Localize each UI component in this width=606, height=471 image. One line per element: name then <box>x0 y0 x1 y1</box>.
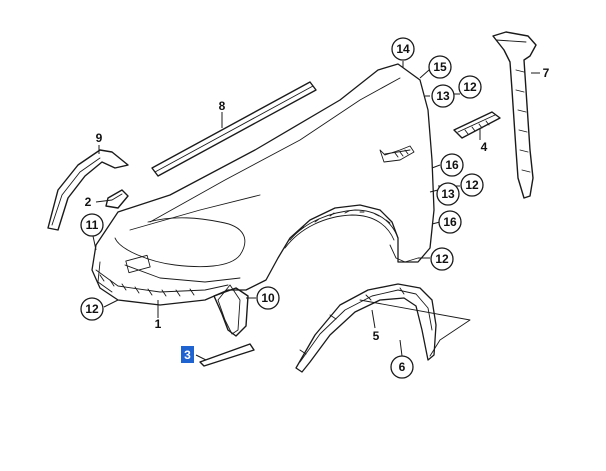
callout-12-mid-label: 12 <box>465 178 479 192</box>
callout-16-top[interactable]: 16 <box>440 153 464 177</box>
callout-16-top-label: 16 <box>445 158 459 172</box>
callout-13-mid-label: 13 <box>441 187 455 201</box>
callout-12-top-label: 12 <box>463 80 477 94</box>
leader-lines <box>92 61 540 361</box>
callout-8[interactable]: 8 <box>219 99 226 113</box>
callout-13-mid[interactable]: 13 <box>436 182 460 206</box>
callout-5[interactable]: 5 <box>373 329 380 343</box>
callout-16-bottom[interactable]: 16 <box>438 210 462 234</box>
callout-16-bottom-label: 16 <box>443 215 457 229</box>
callout-9-label: 9 <box>96 131 103 145</box>
callout-15-label: 15 <box>433 60 447 74</box>
seal-strip-part <box>492 31 537 199</box>
callout-2[interactable]: 2 <box>85 195 92 209</box>
callout-6-label: 6 <box>399 360 406 374</box>
callout-4-label: 4 <box>481 140 488 154</box>
callout-1-label: 1 <box>155 317 162 331</box>
callout-11-label: 11 <box>86 218 99 232</box>
callout-12-top[interactable]: 12 <box>458 75 482 99</box>
callout-3[interactable]: 3 <box>181 346 194 363</box>
callout-12-left[interactable]: 12 <box>80 297 104 321</box>
callout-3-label: 3 <box>184 348 191 362</box>
callout-12-left-label: 12 <box>85 302 99 316</box>
callout-3-highlight <box>181 346 194 363</box>
splash-guard-part <box>213 287 249 337</box>
cover-part <box>105 189 129 209</box>
callout-11[interactable]: 11 <box>80 213 104 237</box>
callout-13-top-label: 13 <box>436 89 450 103</box>
callout-1[interactable]: 1 <box>155 317 162 331</box>
moulding-strip-part <box>151 81 317 177</box>
callout-13-top[interactable]: 13 <box>431 84 455 108</box>
callout-5-label: 5 <box>373 329 380 343</box>
callout-7-label: 7 <box>543 66 550 80</box>
callout-9[interactable]: 9 <box>96 131 103 145</box>
callout-6[interactable]: 6 <box>390 355 414 379</box>
callout-8-label: 8 <box>219 99 226 113</box>
callout-14[interactable]: 14 <box>391 37 415 61</box>
wheel-arch-trim-part <box>295 283 471 373</box>
callout-12-bottom-label: 12 <box>435 252 449 266</box>
callout-7[interactable]: 7 <box>543 66 550 80</box>
callout-12-bottom[interactable]: 12 <box>430 247 454 271</box>
callout-4[interactable]: 4 <box>481 140 488 154</box>
callout-12-mid[interactable]: 12 <box>460 173 484 197</box>
callout-15[interactable]: 15 <box>428 55 452 79</box>
callout-10[interactable]: 10 <box>256 286 280 310</box>
side-marker-part <box>453 111 501 139</box>
trim-strip-part <box>199 343 255 367</box>
fender-part <box>91 63 435 335</box>
bracket-part <box>47 149 129 231</box>
callout-2-label: 2 <box>85 195 92 209</box>
callout-14-label: 14 <box>396 42 410 56</box>
callout-10-label: 10 <box>261 291 275 305</box>
